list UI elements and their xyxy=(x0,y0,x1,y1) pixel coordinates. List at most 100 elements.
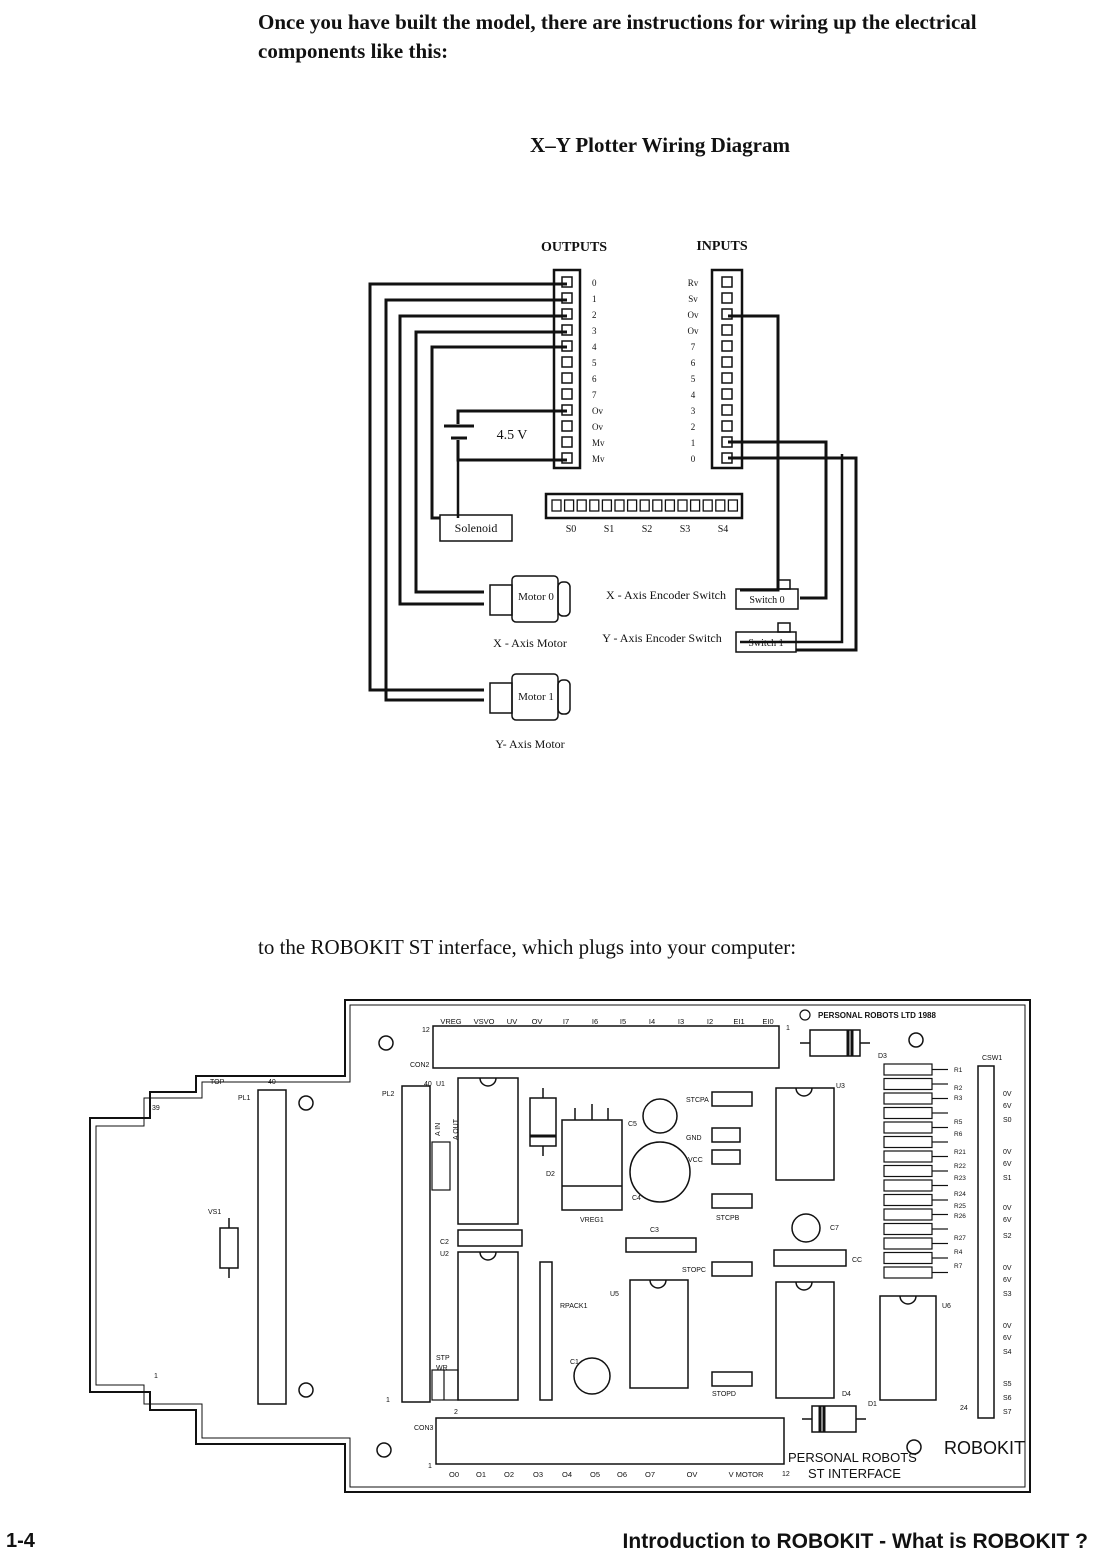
label-d1: D1 xyxy=(868,1401,877,1408)
label-12b: 12 xyxy=(782,1471,790,1478)
switch-header-label: 6V xyxy=(1003,1103,1012,1110)
switch-port-pin xyxy=(614,499,625,512)
bottom-pin-label: O0 xyxy=(449,1470,459,1479)
switch-header-label: 0V xyxy=(1003,1091,1012,1098)
output-pin-label: Mv xyxy=(592,438,605,448)
interface-paragraph: to the ROBOKIT ST interface, which plugs… xyxy=(258,935,797,959)
output-pin xyxy=(561,324,573,336)
mounting-hole xyxy=(906,1439,922,1455)
mounting-hole xyxy=(376,1442,392,1458)
label-pl2: PL2 xyxy=(382,1091,395,1098)
stcpa-link xyxy=(711,1091,753,1107)
input-pin-label: Sv xyxy=(688,294,698,304)
output-pin-label: 4 xyxy=(592,342,597,352)
resistor-label: R6 xyxy=(954,1131,963,1138)
output-pin xyxy=(561,308,573,320)
resistor xyxy=(883,1208,933,1221)
label-csw1: CSW1 xyxy=(982,1055,1002,1062)
output-pin xyxy=(561,372,573,384)
output-pin-label: 5 xyxy=(592,358,597,368)
output-pin xyxy=(561,356,573,368)
pcb-outline xyxy=(89,999,1031,1493)
top-pin-label: VREG xyxy=(440,1017,461,1026)
con3-connector xyxy=(435,1417,785,1465)
switch-header-label: S5 xyxy=(1003,1381,1012,1388)
resistor-label: R27 xyxy=(954,1235,966,1242)
label-u3: U3 xyxy=(836,1083,845,1090)
stopc-link xyxy=(711,1261,753,1277)
c2-capacitor xyxy=(457,1229,523,1247)
c4-capacitor xyxy=(629,1141,691,1203)
switch1-label: Switch 1 xyxy=(748,638,783,649)
input-pin-label: 6 xyxy=(691,358,696,368)
wire-motor0-a xyxy=(398,314,567,606)
resistor xyxy=(883,1237,933,1250)
y-motor-caption: Y- Axis Motor xyxy=(495,737,564,751)
switch-0 xyxy=(735,579,799,610)
switch-port-pin xyxy=(551,499,562,512)
resistor xyxy=(883,1193,933,1207)
solenoid-label: Solenoid xyxy=(455,521,498,535)
output-pin xyxy=(561,452,573,464)
wiring-diagram xyxy=(368,268,858,721)
mounting-hole xyxy=(908,1032,924,1048)
switch-port-pin xyxy=(601,499,613,512)
input-pin-label: Ov xyxy=(688,310,699,320)
d2-diode xyxy=(529,1097,557,1147)
input-pin xyxy=(721,292,733,304)
label-stopc: STOPC xyxy=(682,1267,706,1274)
resistor-label: R2 xyxy=(954,1085,963,1092)
input-pin-label: Rv xyxy=(688,278,699,288)
resistor xyxy=(883,1266,933,1279)
solenoid-box xyxy=(439,514,513,542)
pl2-connector xyxy=(401,1085,431,1403)
input-pin xyxy=(721,356,733,368)
input-pin-label: 2 xyxy=(691,422,696,432)
mounting-hole xyxy=(298,1095,314,1111)
label-gnd: GND xyxy=(686,1135,702,1142)
u4-chip xyxy=(775,1281,835,1399)
label-stcpa: STCPA xyxy=(686,1097,709,1104)
label-cc: CC xyxy=(852,1257,862,1264)
input-pin xyxy=(721,308,733,320)
output-pin xyxy=(561,388,573,400)
label-wr: WR xyxy=(436,1365,448,1372)
label-top: TOP xyxy=(210,1079,225,1086)
switch-header-label: 6V xyxy=(1003,1217,1012,1224)
resistor xyxy=(883,1063,933,1076)
c7-capacitor xyxy=(791,1213,821,1243)
switch-header-label: S3 xyxy=(1003,1291,1012,1298)
label-40b: 40 xyxy=(424,1081,432,1088)
bottom-pin-label: O3 xyxy=(533,1470,543,1479)
mounting-hole xyxy=(378,1035,394,1051)
x-encoder-caption: X - Axis Encoder Switch xyxy=(606,588,726,602)
label-40: 40 xyxy=(268,1079,276,1086)
switch-header-label: 0V xyxy=(1003,1149,1012,1156)
csw1-connector xyxy=(977,1065,995,1419)
wire-battery-top xyxy=(456,409,567,424)
label-d2: D2 xyxy=(546,1171,555,1178)
con2-connector xyxy=(432,1025,780,1069)
switch-port-pin xyxy=(727,499,739,512)
output-pin xyxy=(561,292,573,304)
brand-line1: PERSONAL ROBOTS xyxy=(788,1450,917,1465)
switch-port-pin xyxy=(677,499,688,512)
switch-port-pin xyxy=(563,499,575,512)
input-pin xyxy=(721,420,733,432)
wire-motor0-b xyxy=(414,330,567,594)
resistor xyxy=(883,1251,933,1265)
switch-header-label: 0V xyxy=(1003,1205,1012,1212)
resistor xyxy=(883,1222,933,1236)
resistor-label: R25 xyxy=(954,1203,966,1210)
switch-port-label: S4 xyxy=(718,524,729,535)
resistor-label: R4 xyxy=(954,1249,963,1256)
label-1c: 1 xyxy=(386,1397,390,1404)
stopd-link xyxy=(711,1371,753,1387)
motor1-label: Motor 1 xyxy=(518,691,554,703)
top-pin-label: UV xyxy=(507,1017,517,1026)
cc-capacitor xyxy=(773,1249,847,1267)
label-c5: C5 xyxy=(628,1121,637,1128)
output-pin-label: Ov xyxy=(592,406,603,416)
x-motor-caption: X - Axis Motor xyxy=(493,636,567,650)
